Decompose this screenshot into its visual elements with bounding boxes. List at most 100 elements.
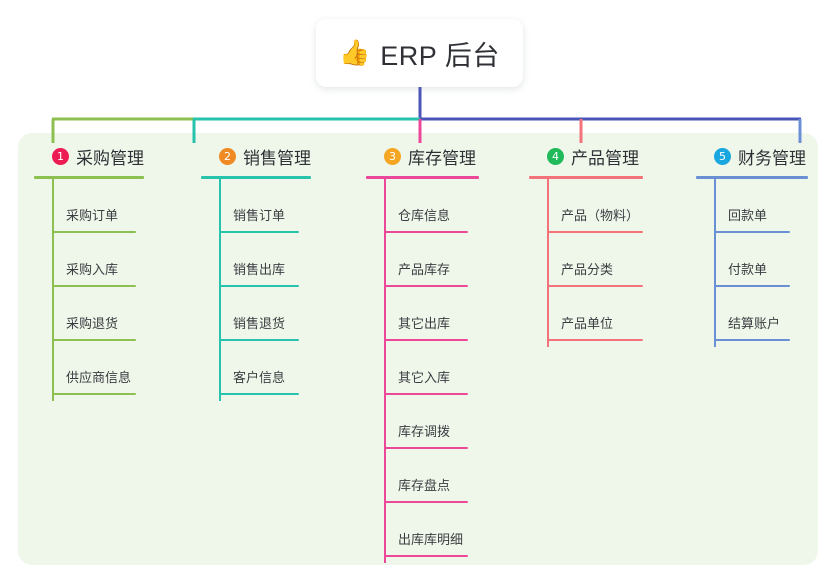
branch-badge-4: 4	[547, 147, 564, 165]
leaf-label: 其它出库	[398, 316, 451, 331]
branch-header-2[interactable]: 2 销售管理	[201, 143, 311, 169]
leaf-label: 库存盘点	[398, 478, 451, 493]
leaf-underline	[384, 285, 468, 287]
leaf-underline	[219, 339, 299, 341]
branch-spine-3	[384, 179, 386, 563]
leaf-underline	[52, 393, 136, 395]
leaf-underline	[714, 339, 790, 341]
leaf-node[interactable]: 产品单位	[547, 287, 643, 341]
leaf-underline	[714, 285, 790, 287]
leaf-node[interactable]: 产品库存	[384, 233, 479, 287]
leaf-underline	[384, 447, 468, 449]
leaf-node[interactable]: 回款单	[714, 179, 808, 233]
leaf-node[interactable]: 采购退货	[52, 287, 144, 341]
leaf-label: 产品分类	[561, 262, 614, 277]
branch-3[interactable]: 3 库存管理仓库信息产品库存其它出库其它入库库存调拨库存盘点出库库明细	[366, 143, 479, 563]
leaf-label: 仓库信息	[398, 208, 451, 223]
leaf-node[interactable]: 采购订单	[52, 179, 144, 233]
branch-1[interactable]: 1 采购管理采购订单采购入库采购退货供应商信息	[34, 143, 144, 401]
branch-underline-4	[529, 176, 643, 179]
branch-header-5[interactable]: 5 财务管理	[696, 143, 808, 169]
branch-spine-1	[52, 179, 54, 401]
root-node-title: ERP 后台	[380, 40, 500, 71]
leaf-underline	[547, 285, 643, 287]
branch-title-2: 销售管理	[243, 148, 311, 168]
leaf-node[interactable]: 出库库明细	[384, 503, 479, 557]
leaf-underline	[547, 339, 643, 341]
leaf-node[interactable]: 销售订单	[219, 179, 311, 233]
leaf-node[interactable]: 销售退货	[219, 287, 311, 341]
branch-2[interactable]: 2 销售管理销售订单销售出库销售退货客户信息	[201, 143, 311, 401]
leaf-label: 销售出库	[233, 262, 286, 277]
leaf-underline	[219, 231, 299, 233]
branch-header-3[interactable]: 3 库存管理	[366, 143, 479, 169]
leaf-node[interactable]: 其它出库	[384, 287, 479, 341]
leaf-label: 回款单	[728, 208, 768, 223]
branch-badge-5: 5	[714, 147, 731, 165]
leaf-underline	[714, 231, 790, 233]
branch-spine-5	[714, 179, 716, 347]
branch-underline-3	[366, 176, 479, 179]
leaf-underline	[547, 231, 643, 233]
branch-spine-4	[547, 179, 549, 347]
branch-badge-1: 1	[52, 147, 69, 165]
leaf-underline	[52, 339, 136, 341]
leaf-node[interactable]: 结算账户	[714, 287, 808, 341]
leaf-underline	[219, 393, 299, 395]
leaf-label: 结算账户	[728, 316, 781, 331]
branch-header-1[interactable]: 1 采购管理	[34, 143, 144, 169]
leaf-underline	[384, 231, 468, 233]
branch-header-4[interactable]: 4 产品管理	[529, 143, 643, 169]
branch-badge-2: 2	[219, 147, 236, 165]
leaf-node[interactable]: 仓库信息	[384, 179, 479, 233]
branch-children-2: 销售订单销售出库销售退货客户信息	[219, 179, 311, 401]
leaf-label: 出库库明细	[398, 532, 464, 547]
leaf-label: 采购订单	[66, 208, 119, 223]
root-node[interactable]: 👍 ERP 后台	[316, 19, 523, 87]
leaf-underline	[219, 285, 299, 287]
leaf-node[interactable]: 产品分类	[547, 233, 643, 287]
leaf-label: 产品库存	[398, 262, 451, 277]
leaf-label: 供应商信息	[66, 370, 132, 385]
leaf-label: 产品单位	[561, 316, 614, 331]
branch-children-4: 产品（物料） 产品分类产品单位	[547, 179, 643, 347]
leaf-underline	[384, 393, 468, 395]
leaf-node[interactable]: 库存调拨	[384, 395, 479, 449]
leaf-label: 产品（物料）	[561, 208, 640, 223]
leaf-node[interactable]: 销售出库	[219, 233, 311, 287]
leaf-node[interactable]: 客户信息	[219, 341, 311, 395]
branch-spine-2	[219, 179, 221, 401]
leaf-node[interactable]: 其它入库	[384, 341, 479, 395]
leaf-underline	[52, 231, 136, 233]
thumbs-up-icon: 👍	[339, 38, 371, 67]
branch-title-5: 财务管理	[738, 148, 806, 168]
diagram-background-panel	[18, 133, 818, 565]
leaf-label: 库存调拨	[398, 424, 451, 439]
branch-children-5: 回款单付款单结算账户	[714, 179, 808, 347]
leaf-label: 付款单	[728, 262, 768, 277]
leaf-underline	[52, 285, 136, 287]
leaf-node[interactable]: 付款单	[714, 233, 808, 287]
branch-4[interactable]: 4 产品管理产品（物料） 产品分类产品单位	[529, 143, 643, 347]
leaf-node[interactable]: 库存盘点	[384, 449, 479, 503]
branch-5[interactable]: 5 财务管理回款单付款单结算账户	[696, 143, 808, 347]
leaf-underline	[384, 555, 468, 557]
leaf-label: 采购退货	[66, 316, 119, 331]
branch-underline-2	[201, 176, 311, 179]
branch-title-4: 产品管理	[571, 148, 639, 168]
leaf-label: 客户信息	[233, 370, 286, 385]
branch-underline-5	[696, 176, 808, 179]
leaf-label: 销售订单	[233, 208, 286, 223]
leaf-node[interactable]: 产品（物料）	[547, 179, 643, 233]
leaf-node[interactable]: 采购入库	[52, 233, 144, 287]
leaf-node[interactable]: 供应商信息	[52, 341, 144, 395]
leaf-label: 采购入库	[66, 262, 119, 277]
branch-title-1: 采购管理	[76, 148, 144, 168]
branch-title-3: 库存管理	[408, 148, 476, 168]
leaf-underline	[384, 501, 468, 503]
leaf-label: 其它入库	[398, 370, 451, 385]
branch-children-3: 仓库信息产品库存其它出库其它入库库存调拨库存盘点出库库明细	[384, 179, 479, 563]
branch-badge-3: 3	[384, 147, 401, 165]
leaf-underline	[384, 339, 468, 341]
